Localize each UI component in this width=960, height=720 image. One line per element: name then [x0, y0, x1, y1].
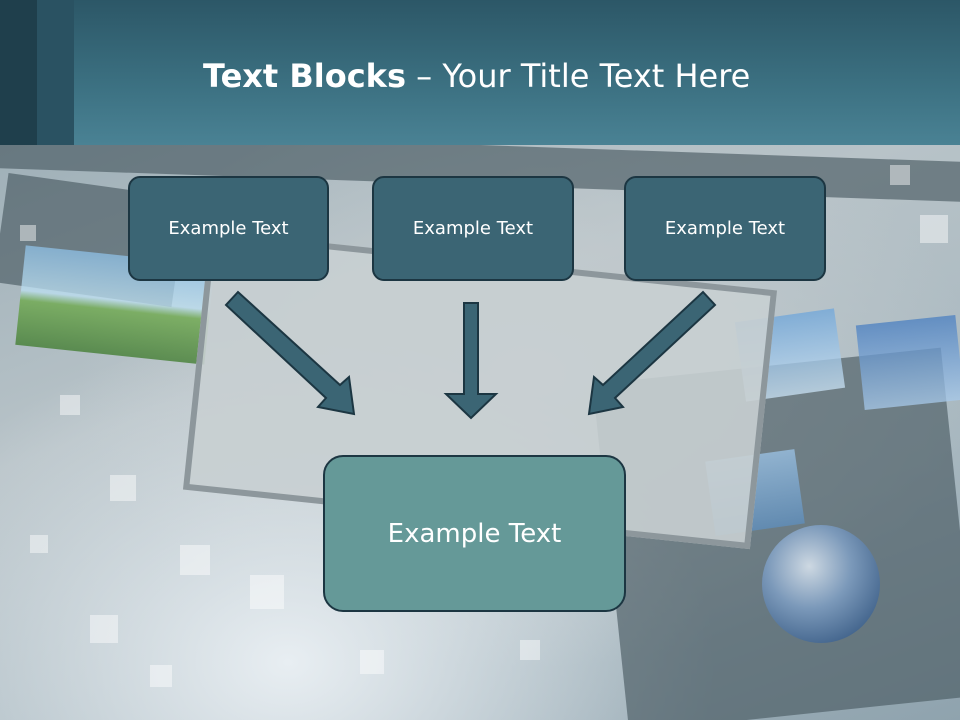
text-block-label: Example Text [168, 218, 289, 239]
arrow-down-left [587, 290, 717, 416]
light-square [150, 665, 172, 687]
light-square [520, 640, 540, 660]
light-square [30, 535, 48, 553]
text-block-label: Example Text [664, 218, 786, 239]
light-square [110, 475, 136, 501]
slide-title: Text Blocks – Your Title Text Here [203, 54, 750, 98]
text-block-left[interactable]: Example Text [128, 176, 329, 281]
light-square [90, 615, 118, 643]
globe-image [762, 525, 880, 643]
light-square [20, 225, 36, 241]
text-block-result[interactable]: Example Text [323, 455, 626, 612]
light-square [250, 575, 284, 609]
arrow-down-right [224, 290, 356, 416]
text-block-label: Example Text [412, 218, 534, 239]
light-square [890, 165, 910, 185]
text-block-right[interactable]: Example Text [624, 176, 826, 281]
title-separator: – [406, 57, 443, 95]
header-accent-stripe [37, 0, 74, 145]
light-square [60, 395, 80, 415]
light-square [360, 650, 384, 674]
light-square [920, 215, 948, 243]
header-band: Text Blocks – Your Title Text Here [0, 0, 960, 145]
title-bold-part: Text Blocks [203, 57, 406, 95]
text-block-center[interactable]: Example Text [372, 176, 574, 281]
light-square [180, 545, 210, 575]
header-accent-stripe [0, 0, 37, 145]
title-regular-part: Your Title Text Here [442, 57, 751, 95]
arrow-down [443, 302, 499, 420]
text-block-label: Example Text [387, 518, 562, 549]
